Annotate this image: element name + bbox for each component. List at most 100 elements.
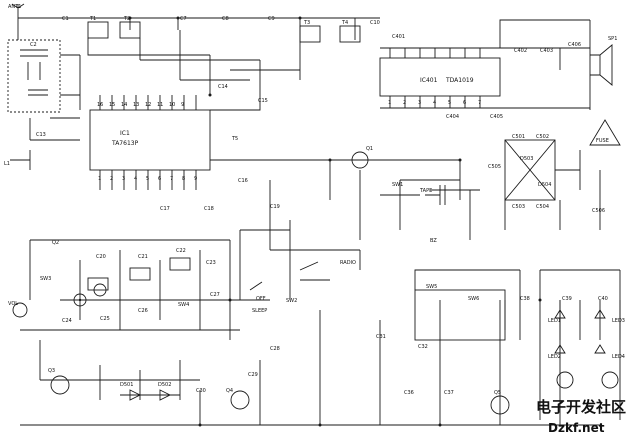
label-c15: C15 <box>258 98 268 104</box>
label-c24: C24 <box>62 318 72 324</box>
ic401-pins: 1 2 3 4 5 6 7 <box>388 100 481 106</box>
label-led4: LED4 <box>612 354 625 360</box>
label-c28: C28 <box>270 346 280 352</box>
label-c37: C37 <box>444 390 454 396</box>
label-c404: C404 <box>446 114 459 120</box>
label-q3: Q3 <box>48 368 55 374</box>
label-c10: C10 <box>370 20 380 26</box>
label-d504: D504 <box>538 182 551 188</box>
label-c36: C36 <box>404 390 414 396</box>
label-c18: C18 <box>204 206 214 212</box>
label-c27: C27 <box>210 292 220 298</box>
ic1-pins: 16 15 14 13 12 11 10 9 1 2 3 4 5 6 7 8 9 <box>97 102 197 182</box>
pin: 10 <box>169 102 175 108</box>
label-t3: T3 <box>303 20 310 26</box>
pin: 3 <box>122 176 125 182</box>
label-c29: C29 <box>248 372 258 378</box>
label-c25: C25 <box>100 316 110 322</box>
label-c502: C502 <box>536 134 549 140</box>
pin: 4 <box>134 176 137 182</box>
component-labels: ANT1 C2 T1 T2 C1 C7 C8 C9 T3 T4 C10 L1 C… <box>4 4 625 396</box>
label-q2: Q2 <box>52 240 59 246</box>
label-ic1: IC1 <box>120 130 130 137</box>
label-c2: C2 <box>30 42 37 48</box>
label-c9: C9 <box>268 16 275 22</box>
label-sp1: SP1 <box>608 36 617 42</box>
label-c16: C16 <box>238 178 248 184</box>
pin: 6 <box>158 176 161 182</box>
pin: 4 <box>433 100 436 106</box>
label-c19: C19 <box>270 204 280 210</box>
label-c405: C405 <box>490 114 503 120</box>
label-sw5: SW5 <box>426 284 437 290</box>
label-c505: C505 <box>488 164 501 170</box>
label-sleep: SLEEP <box>252 308 267 314</box>
label-ic1-part: TA7613P <box>111 140 139 147</box>
label-sw4: SW4 <box>178 302 189 308</box>
pin: 7 <box>170 176 173 182</box>
label-l1: L1 <box>4 161 10 167</box>
label-sw3: SW3 <box>40 276 51 282</box>
pin: 1 <box>388 100 391 106</box>
pin: 6 <box>463 100 466 106</box>
pin: 11 <box>157 102 163 108</box>
label-c7: C7 <box>180 16 187 22</box>
label-ant1: ANT1 <box>8 4 21 10</box>
label-sw1: SW1 <box>392 182 403 188</box>
label-q5: Q5 <box>494 390 501 396</box>
label-c402: C402 <box>514 48 527 54</box>
label-ic401: IC401 <box>420 77 438 84</box>
label-c20: C20 <box>96 254 106 260</box>
junction-dots <box>78 16 542 427</box>
label-c501: C501 <box>512 134 525 140</box>
pin: 5 <box>448 100 451 106</box>
label-c39: C39 <box>562 296 572 302</box>
label-c14: C14 <box>218 84 228 90</box>
label-led3: LED3 <box>612 318 625 324</box>
pin: 7 <box>478 100 481 106</box>
label-vol: VOL <box>8 301 18 307</box>
label-c8: C8 <box>222 16 229 22</box>
label-c17: C17 <box>160 206 170 212</box>
label-sw6: SW6 <box>468 296 479 302</box>
label-c26: C26 <box>138 308 148 314</box>
label-t2: T2 <box>123 16 130 22</box>
label-sw2: SW2 <box>286 298 297 304</box>
label-tape: TAPE <box>419 188 432 194</box>
pin: 13 <box>133 102 139 108</box>
label-c406: C406 <box>568 42 581 48</box>
label-bz: BZ <box>430 238 437 244</box>
label-c503: C503 <box>512 204 525 210</box>
pin: 2 <box>403 100 406 106</box>
label-c22: C22 <box>176 248 186 254</box>
label-d502: D502 <box>158 382 171 388</box>
label-c30: C30 <box>196 388 206 394</box>
label-fuse: FUSE <box>596 138 609 144</box>
label-c32: C32 <box>418 344 428 350</box>
label-led2: LED2 <box>548 354 561 360</box>
pin: 9 <box>181 102 184 108</box>
label-ic401-part: TDA1019 <box>445 77 474 84</box>
label-d501: D501 <box>120 382 133 388</box>
label-c38: C38 <box>520 296 530 302</box>
label-c1: C1 <box>62 16 69 22</box>
label-c506: C506 <box>592 208 605 214</box>
label-c401: C401 <box>392 34 405 40</box>
label-c23: C23 <box>206 260 216 266</box>
label-t1: T1 <box>89 16 96 22</box>
pin: 9 <box>194 176 197 182</box>
pin: 16 <box>97 102 103 108</box>
label-led1: LED1 <box>548 318 561 324</box>
watermark-url: Dzkf.net <box>548 421 605 435</box>
pin: 14 <box>121 102 127 108</box>
label-c504: C504 <box>536 204 549 210</box>
label-radio: RADIO <box>340 260 356 266</box>
label-c403: C403 <box>540 48 553 54</box>
pin: 1 <box>98 176 101 182</box>
label-c31: C31 <box>376 334 386 340</box>
label-d503: D503 <box>520 156 533 162</box>
label-off: OFF <box>256 296 266 302</box>
watermark: 电子开发社区 Dzkf.net <box>536 398 626 435</box>
label-c21: C21 <box>138 254 148 260</box>
